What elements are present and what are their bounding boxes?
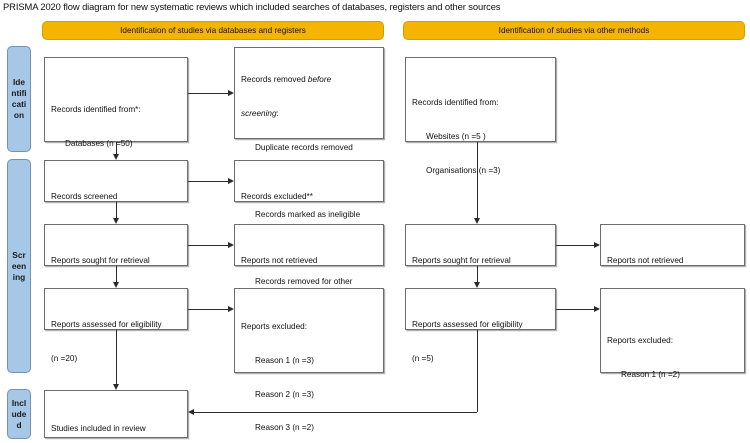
connector-sought-to-not-retrieved-left	[188, 245, 228, 246]
banner-other-methods-label: Identification of studies via other meth…	[498, 26, 650, 35]
stage-included: Included	[7, 389, 31, 439]
records-identified-other-line3: Organisations (n =3)	[426, 165, 501, 175]
arrowhead-screened-to-excluded	[228, 177, 234, 184]
connector-identified-to-screened	[116, 142, 117, 154]
box-reports-excluded-right: Reports excluded: Reason 1 (n =2)	[600, 288, 745, 379]
banner-databases-registers: Identification of studies via databases …	[42, 21, 384, 40]
reports-assessed-right-line1: Reports assessed for eligibility	[412, 320, 523, 330]
box-reports-assessed-right: Reports assessed for eligibility (n =5)	[405, 288, 556, 363]
box-reports-excluded-left: Reports excluded: Reason 1 (n =3) Reason…	[234, 288, 384, 432]
box-records-screened: Records screened (n =30)	[44, 160, 188, 235]
reports-excluded-left-item: Reason 3 (n =2)	[255, 423, 314, 433]
box-reports-not-retrieved-left: Reports not retrieved (n =0 )	[234, 224, 384, 299]
records-removed-heading: Records removed before	[241, 74, 377, 85]
arrowhead-sought-to-assessed-left	[112, 282, 119, 288]
connector-screened-to-sought-left	[116, 202, 117, 218]
records-removed-heading2-italic: screening	[241, 109, 277, 119]
connector-assessed-to-excluded-left	[188, 309, 228, 310]
reports-excluded-left-item: Reason 2 (n =3)	[255, 389, 314, 399]
stage-screening-label: Screening	[11, 249, 27, 282]
arrowhead-sought-to-not-retrieved-left	[228, 241, 234, 248]
records-screened-line1: Records screened	[51, 192, 118, 202]
records-excluded-line1: Records excluded**	[241, 192, 313, 202]
records-removed-heading-text: Records removed	[241, 75, 308, 85]
box-records-removed: Records removed before screening: Duplic…	[234, 47, 384, 320]
box-reports-sought-left: Reports sought for retrieval (n = 20)	[44, 224, 188, 299]
reports-excluded-left-item: Reason 1 (n =3)	[255, 356, 314, 366]
box-records-identified-other: Records identified from: Websites (n =5 …	[405, 57, 556, 175]
connector-sought-to-not-retrieved-right	[556, 245, 594, 246]
connector-assessed-right-down	[477, 330, 478, 412]
reports-sought-left-line1: Reports sought for retrieval	[51, 256, 150, 266]
connector-assessed-to-excluded-right	[556, 309, 594, 310]
connector-sought-to-assessed-right	[477, 266, 478, 282]
records-removed-heading2-tail: :	[276, 109, 279, 119]
stage-screening: Screening	[7, 159, 31, 373]
records-removed-item: Records marked as ineligible	[255, 209, 361, 219]
reports-assessed-left-line1: Reports assessed for eligibility	[51, 320, 162, 330]
arrowhead-identified-other-to-sought-right	[473, 218, 480, 224]
stage-identification-label: Identification	[11, 77, 27, 120]
reports-excluded-right-item: Reason 1 (n =2)	[621, 370, 680, 380]
arrowhead-identified-to-removed	[228, 89, 234, 96]
arrowhead-assessed-left-to-included	[112, 384, 119, 390]
arrowhead-assessed-right-to-included	[188, 408, 194, 415]
box-reports-assessed-left: Reports assessed for eligibility (n =20)	[44, 288, 188, 363]
box-reports-sought-right: Reports sought for retrieval (n =5)	[405, 224, 556, 299]
box-records-excluded: Records excluded** (n =10)	[234, 160, 384, 235]
arrowhead-sought-to-not-retrieved-right	[594, 241, 600, 248]
reports-assessed-right-line2: (n =5)	[412, 354, 434, 364]
connector-sought-to-assessed-left	[116, 266, 117, 282]
arrowhead-screened-to-sought-left	[112, 218, 119, 224]
banner-databases-registers-label: Identification of studies via databases …	[120, 26, 306, 35]
records-removed-item: Records removed for other	[255, 277, 353, 287]
reports-not-retrieved-left-line1: Reports not retrieved	[241, 256, 318, 266]
box-reports-not-retrieved-right: Reports not retrieved (n = 0)	[600, 224, 745, 299]
arrowhead-assessed-to-excluded-left	[228, 305, 234, 312]
records-removed-item: Duplicate records removed	[255, 142, 353, 152]
records-identified-line1: Records identified from*:	[51, 105, 141, 115]
reports-sought-right-line1: Reports sought for retrieval	[412, 256, 511, 266]
records-identified-other-line1: Records identified from:	[412, 98, 499, 108]
connector-identified-other-to-sought-right	[477, 142, 478, 218]
reports-excluded-left-heading: Reports excluded:	[241, 322, 307, 332]
arrowhead-assessed-to-excluded-right	[594, 305, 600, 312]
records-removed-heading2: screening:	[241, 108, 377, 119]
records-removed-heading-italic: before	[307, 75, 332, 85]
arrowhead-identified-to-screened	[112, 154, 119, 160]
box-studies-included: Studies included in review (n =15)	[44, 390, 188, 438]
connector-identified-to-removed	[188, 93, 228, 94]
connector-assessed-left-to-included	[116, 330, 117, 384]
records-identified-other-line2: Websites (n =5 )	[426, 132, 486, 142]
studies-included-line1: Studies included in review	[51, 424, 146, 434]
reports-assessed-left-line2: (n =20)	[51, 354, 78, 364]
stage-included-label: Included	[11, 397, 27, 430]
page-title: PRISMA 2020 flow diagram for new systema…	[3, 1, 501, 12]
banner-other-methods: Identification of studies via other meth…	[403, 21, 745, 40]
reports-excluded-right-heading: Reports excluded:	[607, 336, 673, 346]
connector-screened-to-excluded	[188, 181, 228, 182]
stage-identification: Identification	[7, 46, 31, 152]
records-identified-line2: Databases (n =50)	[65, 139, 133, 149]
connector-assessed-right-to-included	[194, 412, 477, 413]
arrowhead-sought-to-assessed-right	[473, 282, 480, 288]
box-records-identified: Records identified from*: Databases (n =…	[44, 57, 188, 148]
reports-not-retrieved-right-line1: Reports not retrieved	[607, 256, 684, 266]
